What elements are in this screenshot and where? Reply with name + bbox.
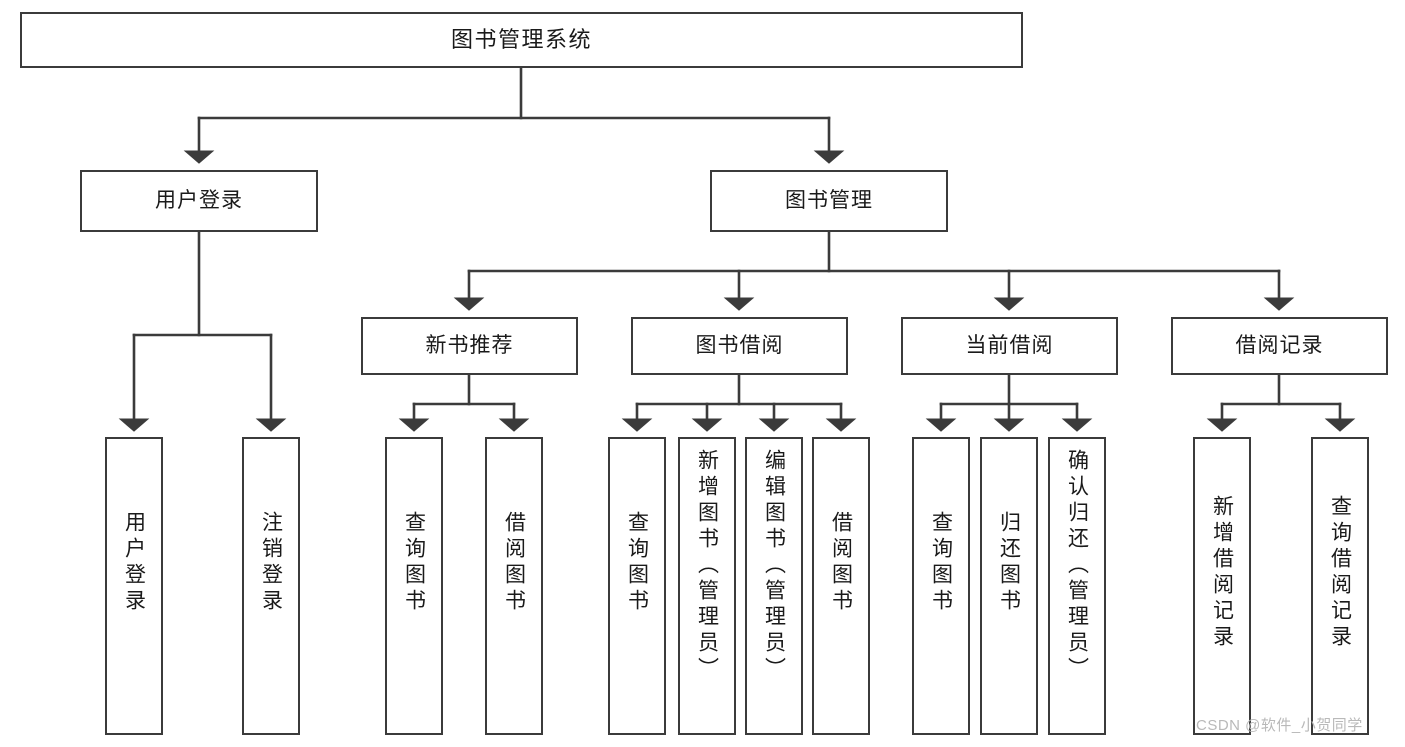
leaf-query-record[interactable]: 查询借阅记录 — [1311, 437, 1369, 735]
leaf-logout[interactable]: 注销登录 — [242, 437, 300, 735]
node-user-login[interactable]: 用户登录 — [80, 170, 318, 232]
node-label: 用户登录 — [155, 188, 243, 212]
node-label: 图书管理 — [785, 188, 873, 212]
node-label: 图书借阅 — [695, 333, 784, 357]
leaf-edit-book[interactable]: 编辑图书（管理员） — [745, 437, 803, 735]
node-label: 新增图书（管理员） — [695, 449, 719, 683]
watermark: CSDN @软件_小贺同学 — [1196, 717, 1363, 734]
leaf-borrow-book-1[interactable]: 借阅图书 — [485, 437, 543, 735]
node-label: 新增借阅记录 — [1210, 495, 1234, 651]
node-current-borrow[interactable]: 当前借阅 — [901, 317, 1118, 375]
leaf-confirm-return[interactable]: 确认归还（管理员） — [1048, 437, 1106, 735]
node-label: 查询借阅记录 — [1328, 495, 1352, 651]
node-label: 归还图书 — [997, 511, 1021, 615]
node-label: 注销登录 — [259, 511, 283, 615]
node-root[interactable]: 图书管理系统 — [20, 12, 1023, 68]
node-borrow-record[interactable]: 借阅记录 — [1171, 317, 1388, 375]
node-label: 借阅记录 — [1235, 333, 1324, 357]
node-label: 借阅图书 — [829, 511, 853, 615]
leaf-query-book-2[interactable]: 查询图书 — [608, 437, 666, 735]
node-label: 新书推荐 — [425, 333, 514, 357]
leaf-return-book[interactable]: 归还图书 — [980, 437, 1038, 735]
leaf-user-login[interactable]: 用户登录 — [105, 437, 163, 735]
node-label: 查询图书 — [929, 511, 953, 615]
node-label: 当前借阅 — [965, 333, 1054, 357]
node-label: 确认归还（管理员） — [1065, 449, 1089, 683]
node-label: 查询图书 — [625, 511, 649, 615]
node-book-manage[interactable]: 图书管理 — [710, 170, 948, 232]
node-label: 查询图书 — [402, 511, 426, 615]
node-label: 借阅图书 — [502, 511, 526, 615]
leaf-add-book[interactable]: 新增图书（管理员） — [678, 437, 736, 735]
node-new-book-recommend[interactable]: 新书推荐 — [361, 317, 578, 375]
leaf-add-record[interactable]: 新增借阅记录 — [1193, 437, 1251, 735]
node-label: 图书管理系统 — [450, 27, 592, 53]
leaf-borrow-book-2[interactable]: 借阅图书 — [812, 437, 870, 735]
node-label: 用户登录 — [122, 511, 146, 615]
node-book-borrow[interactable]: 图书借阅 — [631, 317, 848, 375]
leaf-query-book-3[interactable]: 查询图书 — [912, 437, 970, 735]
leaf-query-book-1[interactable]: 查询图书 — [385, 437, 443, 735]
node-label: 编辑图书（管理员） — [762, 449, 786, 683]
